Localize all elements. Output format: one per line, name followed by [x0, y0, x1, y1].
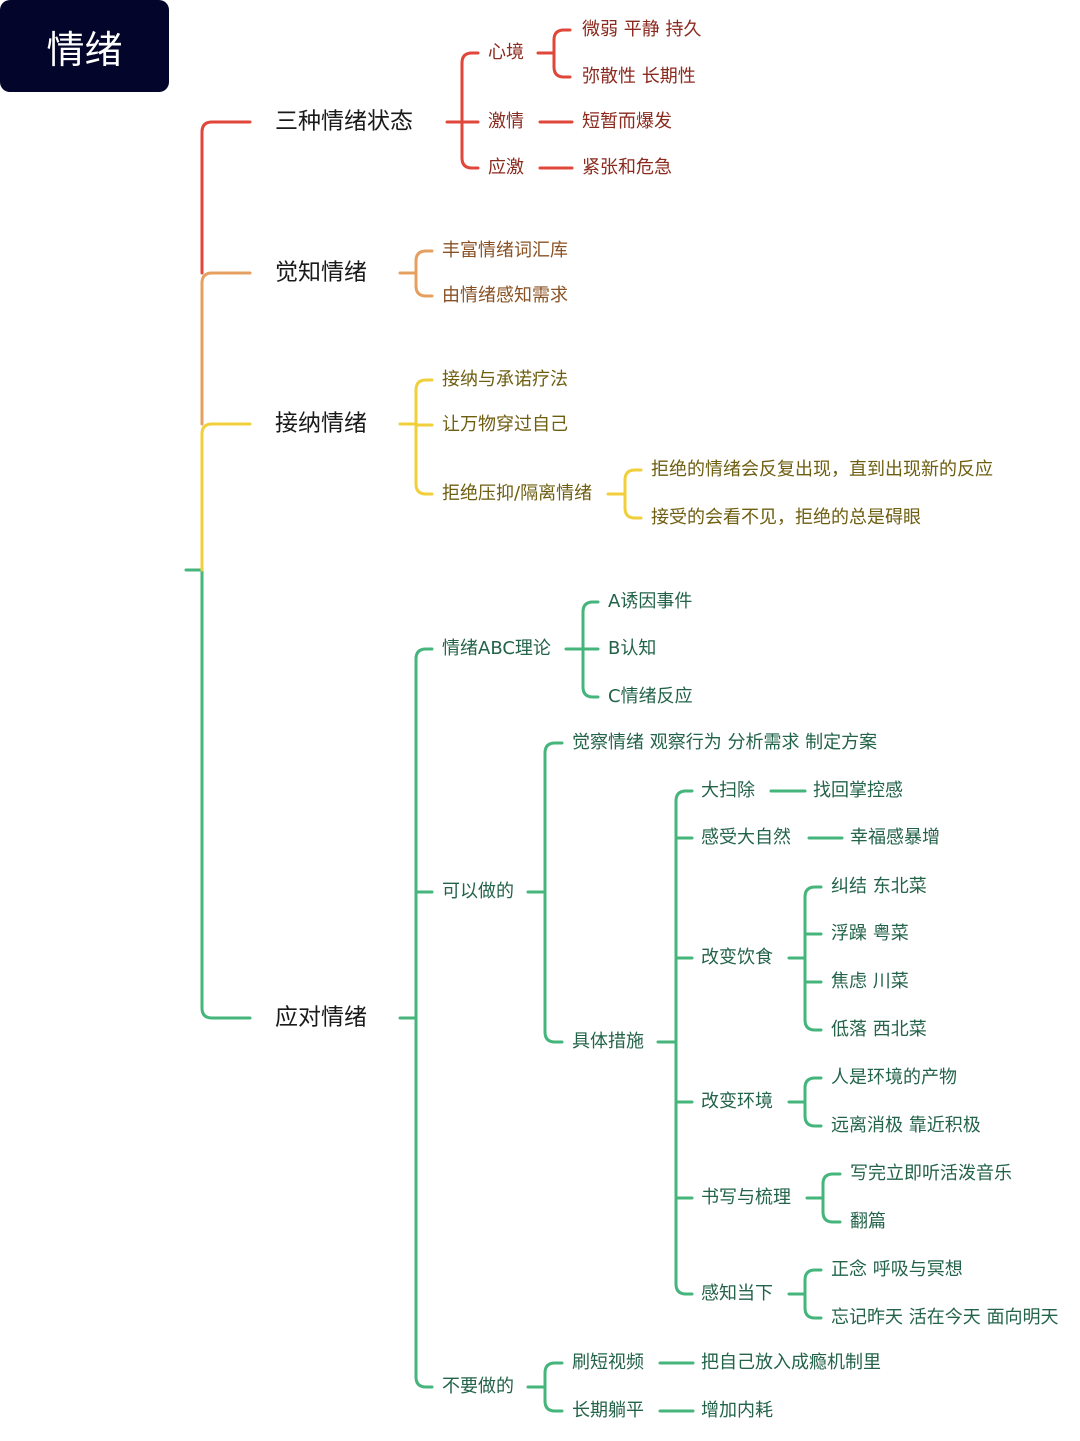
diet-bracket-branch-3 — [803, 1018, 823, 1032]
b2-bracket-branch-0 — [414, 249, 434, 263]
node-yingji[interactable]: 应激 — [488, 157, 524, 178]
b3-bracket-branch-2 — [414, 482, 434, 496]
b4-bracket-branch-0 — [414, 647, 434, 661]
dont-bracket-branch-1 — [543, 1399, 564, 1413]
b3-bracket-branch-0 — [414, 378, 434, 392]
node-can-do[interactable]: 可以做的 — [442, 881, 514, 902]
node-short-video-1[interactable]: 把自己放入成瘾机制里 — [701, 1352, 881, 1373]
diet-bracket-branch-0 — [803, 885, 823, 899]
node-xinjing-2[interactable]: 弥散性 长期性 — [582, 66, 696, 87]
node-abc-c[interactable]: C情绪反应 — [608, 686, 693, 707]
node-perceive-needs[interactable]: 由情绪感知需求 — [442, 285, 568, 306]
node-abc-b[interactable]: B认知 — [608, 638, 657, 659]
branch-acceptance[interactable]: 接纳情绪 — [275, 410, 367, 437]
present-bracket-branch-1 — [803, 1306, 823, 1320]
node-jiqing[interactable]: 激情 — [488, 111, 524, 132]
node-vocabulary[interactable]: 丰富情绪词汇库 — [442, 240, 568, 261]
writing-bracket-branch-1 — [821, 1210, 842, 1224]
node-cleaning[interactable]: 大扫除 — [701, 780, 755, 801]
node-jiqing-1[interactable]: 短暂而爆发 — [582, 111, 672, 132]
refuse-bracket-branch-1 — [623, 506, 643, 520]
node-writing[interactable]: 书写与梳理 — [701, 1187, 791, 1208]
node-refuse-2[interactable]: 接受的会看不见，拒绝的总是碍眼 — [651, 507, 921, 528]
node-measures[interactable]: 具体措施 — [572, 1031, 644, 1052]
can-bracket-branch-1 — [543, 1030, 564, 1044]
trunk-to-states — [200, 120, 252, 275]
node-lying-flat-1[interactable]: 增加内耗 — [701, 1400, 773, 1421]
node-cleaning-1[interactable]: 找回掌控感 — [813, 780, 903, 801]
node-abc-a[interactable]: A诱因事件 — [608, 591, 693, 612]
node-refuse-1[interactable]: 拒绝的情绪会反复出现，直到出现新的反应 — [651, 459, 993, 480]
refuse-bracket-branch-0 — [623, 468, 643, 482]
node-diet[interactable]: 改变饮食 — [701, 947, 773, 968]
node-diet-1[interactable]: 纠结 东北菜 — [831, 876, 927, 897]
node-environment-1[interactable]: 人是环境的产物 — [831, 1067, 957, 1088]
node-dont-do[interactable]: 不要做的 — [442, 1376, 514, 1397]
measures-bracket-branch-5 — [674, 1282, 694, 1296]
b2-bracket-branch-1 — [414, 284, 434, 298]
env-bracket-branch-0 — [803, 1076, 823, 1090]
xinjing-bracket-branch-0 — [552, 28, 572, 42]
branch-emotion-states[interactable]: 三种情绪状态 — [275, 108, 413, 135]
node-present-2[interactable]: 忘记昨天 活在今天 面向明天 — [831, 1307, 1059, 1328]
b1-bracket-branch-0 — [460, 51, 480, 65]
xinjing-bracket-branch-1 — [552, 65, 572, 79]
node-xinjing[interactable]: 心境 — [488, 42, 524, 63]
b4-bracket-branch-2 — [414, 1375, 434, 1389]
trunk-to-acceptance — [200, 422, 252, 572]
node-diet-2[interactable]: 浮躁 粤菜 — [831, 923, 909, 944]
node-writing-1[interactable]: 写完立即听活泼音乐 — [850, 1163, 1012, 1184]
node-xinjing-1[interactable]: 微弱 平静 持久 — [582, 19, 702, 40]
node-diet-3[interactable]: 焦虑 川菜 — [831, 971, 909, 992]
node-observe[interactable]: 觉察情绪 观察行为 分析需求 制定方案 — [572, 732, 878, 753]
node-environment-2[interactable]: 远离消极 靠近积极 — [831, 1115, 981, 1136]
root-label: 情绪 — [46, 27, 123, 72]
abc-bracket-branch-2 — [581, 685, 600, 699]
trunk-to-awareness — [200, 271, 252, 426]
node-diet-4[interactable]: 低落 西北菜 — [831, 1019, 927, 1040]
branch-awareness[interactable]: 觉知情绪 — [275, 259, 367, 286]
present-bracket-branch-0 — [803, 1268, 823, 1282]
node-refuse-suppress[interactable]: 拒绝压抑/隔离情绪 — [442, 483, 593, 504]
node-let-through[interactable]: 让万物穿过自己 — [442, 414, 568, 435]
env-bracket-branch-1 — [803, 1114, 823, 1128]
measures-bracket-branch-0 — [674, 789, 694, 803]
trunk-to-coping — [200, 568, 252, 1020]
node-writing-2[interactable]: 翻篇 — [850, 1211, 886, 1232]
node-short-video[interactable]: 刷短视频 — [572, 1352, 644, 1373]
b1-bracket-branch-2 — [460, 156, 480, 170]
node-yingji-1[interactable]: 紧张和危急 — [582, 157, 672, 178]
writing-bracket-branch-0 — [821, 1172, 842, 1186]
node-abc-theory[interactable]: 情绪ABC理论 — [442, 638, 551, 659]
node-nature-1[interactable]: 幸福感暴增 — [850, 827, 940, 848]
node-environment[interactable]: 改变环境 — [701, 1091, 773, 1112]
node-nature[interactable]: 感受大自然 — [701, 827, 791, 848]
branch-coping[interactable]: 应对情绪 — [275, 1004, 367, 1031]
dont-bracket-branch-0 — [543, 1361, 564, 1375]
node-present[interactable]: 感知当下 — [701, 1283, 773, 1304]
node-lying-flat[interactable]: 长期躺平 — [572, 1400, 644, 1421]
root-node[interactable]: 情绪 — [0, 0, 169, 92]
node-act-therapy[interactable]: 接纳与承诺疗法 — [442, 369, 568, 390]
abc-bracket-branch-0 — [581, 600, 600, 614]
can-bracket-branch-0 — [543, 741, 564, 755]
node-present-1[interactable]: 正念 呼吸与冥想 — [831, 1259, 963, 1280]
